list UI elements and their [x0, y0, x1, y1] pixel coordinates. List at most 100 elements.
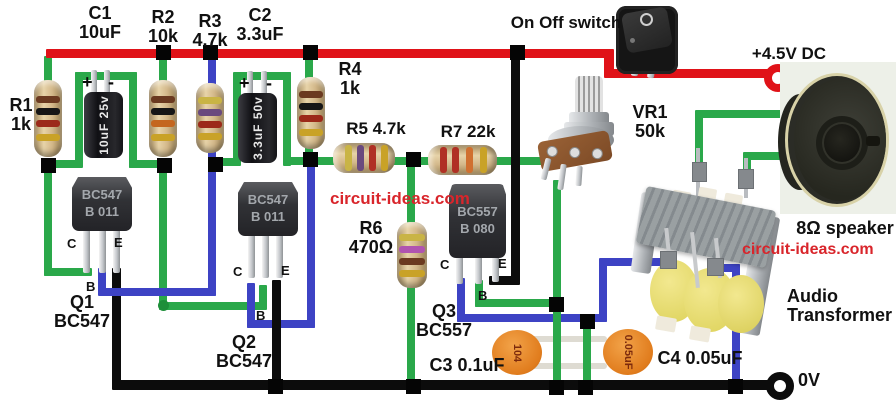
wire-q1-emitter-down	[112, 268, 121, 388]
transistor-lead-e	[492, 256, 499, 282]
transformer-coil	[718, 275, 764, 333]
watermark-text: circuit-ideas.com	[742, 241, 874, 258]
junction	[510, 45, 525, 60]
transistor-lead-c	[83, 229, 90, 273]
transistor-print: BC547 B 011	[81, 187, 123, 219]
resistor-r1	[34, 80, 62, 157]
wire-r3-bottom	[208, 148, 216, 160]
transistor-lead-e	[276, 234, 283, 278]
wire-r1-top	[44, 56, 52, 82]
color-band	[198, 109, 222, 116]
color-band	[452, 147, 459, 173]
capacitor-print: 3.3uF 50v	[250, 96, 265, 160]
capacitor-lead	[261, 71, 267, 97]
label-r5: R5 4.7k	[346, 119, 406, 138]
wire-vplus-rail	[46, 49, 612, 58]
transistor-print: BC557 B 080	[457, 204, 498, 236]
transistor-lead-b	[99, 229, 106, 273]
solder-pad	[738, 169, 754, 189]
capacitor-lead	[247, 71, 253, 97]
junction	[549, 380, 564, 395]
transistor-q1: BC547 B 011	[72, 177, 132, 231]
minus-mark: -	[108, 72, 114, 92]
color-band	[36, 96, 60, 103]
wire-q1-base-stub	[98, 268, 106, 294]
color-band	[151, 134, 175, 141]
wire-switch-line-horiz	[489, 276, 520, 285]
label-r4: R4 1k	[338, 59, 362, 98]
pin-label-q1-b: B	[86, 279, 96, 294]
junction	[208, 157, 223, 172]
wire-q1-base-horiz	[98, 288, 216, 296]
wire-speaker2-horiz	[743, 152, 795, 160]
capacitor-print: 10uF 25v	[96, 95, 111, 155]
label-on-off-switch: On Off switch	[510, 13, 622, 32]
color-band	[399, 258, 425, 265]
pin-label-q3-c: C	[440, 257, 450, 272]
color-band	[466, 147, 473, 173]
wire-c2-loop-left	[233, 72, 241, 166]
minus-mark: -	[266, 73, 272, 93]
resistor-r5	[333, 143, 395, 173]
label-supply: +4.5V DC	[751, 44, 827, 63]
junction	[41, 158, 56, 173]
audio-transformer	[628, 145, 788, 345]
wire-q2-base-stub	[259, 285, 267, 310]
transistor-lead-b	[475, 256, 482, 284]
label-r6: R6 470Ω	[348, 218, 394, 257]
pot-eyelet	[590, 147, 604, 161]
resistor-r4	[297, 77, 325, 149]
wire-c1-loop-right	[129, 72, 137, 168]
junction	[728, 379, 743, 394]
color-band	[36, 108, 60, 115]
wire-q2-collector-stub	[247, 283, 255, 328]
color-band	[36, 134, 60, 141]
wire-c2-junction-link	[283, 157, 311, 165]
color-band	[299, 115, 323, 122]
transistor-q3: BC557 B 080	[449, 184, 506, 258]
solder-pad	[707, 258, 724, 276]
solder-pad	[660, 251, 677, 269]
color-band	[198, 97, 222, 104]
color-band	[399, 270, 425, 277]
transistor-lead-c	[456, 256, 463, 284]
pot-shaft[interactable]	[575, 76, 603, 118]
wire-c2-loop-right	[283, 72, 291, 166]
capacitor-c3: 104	[492, 330, 542, 375]
wire-junctionA-down	[307, 160, 315, 328]
color-band	[345, 145, 352, 171]
wire-transformer-up	[599, 262, 607, 322]
junction	[157, 158, 172, 173]
junction	[303, 45, 318, 60]
resistor-r3	[196, 83, 224, 153]
color-band	[151, 108, 175, 115]
switch-dot	[630, 38, 635, 43]
wire-q3-base-stub	[475, 280, 483, 307]
capacitor-lead	[545, 363, 607, 369]
pin-label-q2-b: B	[256, 308, 266, 323]
capacitor-print: 104	[511, 343, 523, 362]
wire-speaker1-horiz	[695, 110, 795, 118]
junction-dot	[158, 300, 169, 311]
label-r1: R1 1k	[9, 95, 33, 134]
wire-r3-down	[208, 170, 216, 296]
transistor-q2: BC547 B 011	[238, 182, 298, 236]
junction	[406, 379, 421, 394]
label-speaker: 8Ω speaker	[796, 218, 894, 238]
rocker-switch[interactable]	[616, 6, 678, 74]
label-ground: 0V	[798, 370, 821, 390]
pin-label-q2-c: C	[233, 264, 243, 279]
label-r7: R7 22k	[440, 122, 496, 141]
potentiometer-vr1[interactable]	[536, 70, 626, 191]
label-r2: R2 10k	[147, 7, 179, 46]
junction	[549, 297, 564, 312]
ground-terminal	[766, 372, 794, 400]
wire-r2-top	[159, 56, 167, 85]
speaker-dust-cap	[822, 122, 862, 164]
capacitor-c4: 0.05uF	[603, 329, 653, 375]
pot-leg	[575, 165, 583, 187]
label-c1: C1 10uF	[78, 3, 121, 42]
wire-q3-collector-horiz	[457, 314, 607, 322]
color-band	[357, 145, 364, 171]
